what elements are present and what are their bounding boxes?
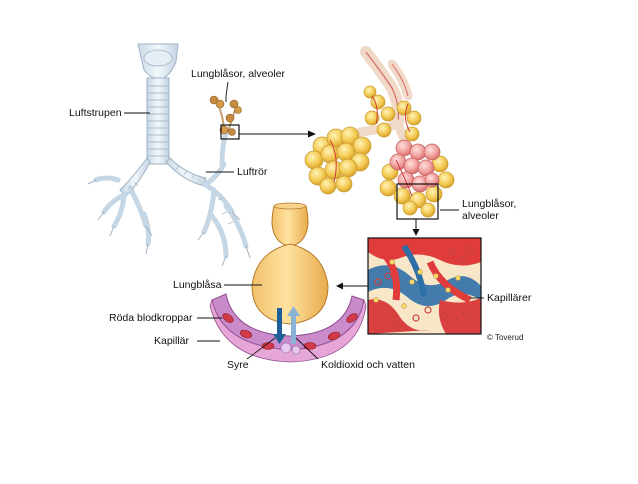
magnified-alveoli xyxy=(304,46,455,220)
leader-lines xyxy=(124,81,484,360)
copyright-text: © Toverud xyxy=(487,333,524,342)
red-blood-cells xyxy=(222,313,358,350)
label-kapillar: Kapillär xyxy=(154,335,190,347)
zoom-arrow-3 xyxy=(336,282,368,290)
co2-arrow xyxy=(287,306,300,344)
zoom-arrow-1 xyxy=(239,130,316,138)
label-syre: Syre xyxy=(227,359,249,371)
single-alveolus xyxy=(209,202,367,363)
trachea-illustration xyxy=(87,43,251,267)
label-lungblasor-top: Lungblåsor, alveoler xyxy=(191,68,285,80)
label-lungblasor-right-2: alveoler xyxy=(462,210,499,222)
label-kapillarer: Kapillärer xyxy=(487,292,532,304)
zoom-box-small xyxy=(220,124,240,140)
label-roda-blodkroppar: Röda blodkroppar xyxy=(109,312,193,324)
label-luftror: Luftrör xyxy=(237,166,268,178)
small-alveoli-cluster xyxy=(209,95,242,140)
label-koldioxid: Koldioxid och vatten xyxy=(321,359,415,371)
oxygen-arrow xyxy=(273,308,286,344)
label-lungblasa: Lungblåsa xyxy=(173,279,222,291)
zoom-arrow-2 xyxy=(412,219,420,236)
label-lungblasor-right-1: Lungblåsor, xyxy=(462,198,517,210)
label-luftstrupen: Luftstrupen xyxy=(69,107,122,119)
zoom-box-cluster xyxy=(396,183,439,220)
capillary-closeup xyxy=(367,237,482,335)
